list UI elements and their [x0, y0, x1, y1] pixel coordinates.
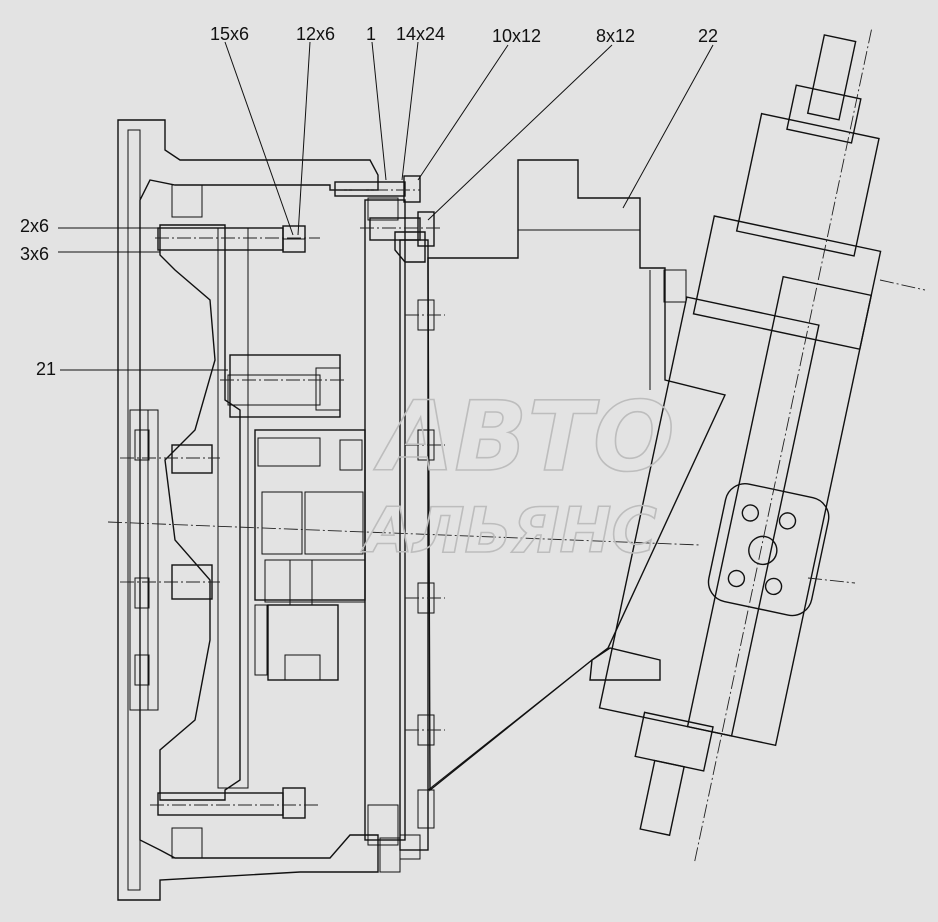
- watermark-line1: АВТО: [373, 381, 675, 493]
- watermark: АВТО АЛЬЯНС: [359, 380, 675, 568]
- flywheel: [129, 224, 249, 801]
- label-12x6: 12x6: [296, 24, 335, 44]
- label-15x6: 15x6: [210, 24, 249, 44]
- watermark-line2: АЛЬЯНС: [360, 494, 657, 567]
- center-hub: [227, 354, 366, 681]
- label-14x24: 14x24: [396, 24, 445, 44]
- label-1: 1: [366, 24, 376, 44]
- bolt-top: [157, 225, 306, 253]
- bolts-center-left: [134, 429, 213, 686]
- label-22: 22: [698, 26, 718, 46]
- label-2x6: 2x6: [20, 216, 49, 236]
- label-8x12: 8x12: [596, 26, 635, 46]
- bolt-bottom: [157, 787, 306, 819]
- label-21: 21: [36, 359, 56, 379]
- bell-housing: [364, 197, 429, 873]
- center-lines: [107, 189, 926, 806]
- label-10x12: 10x12: [492, 26, 541, 46]
- callouts: 15x6 12x6 1 14x24 10x12 8x12 22 2x6 3x6 …: [20, 24, 718, 379]
- actuator-cylinder: [598, 29, 882, 862]
- clutch-housing: [117, 119, 379, 901]
- label-3x6: 3x6: [20, 244, 49, 264]
- leader-lines: [58, 41, 714, 791]
